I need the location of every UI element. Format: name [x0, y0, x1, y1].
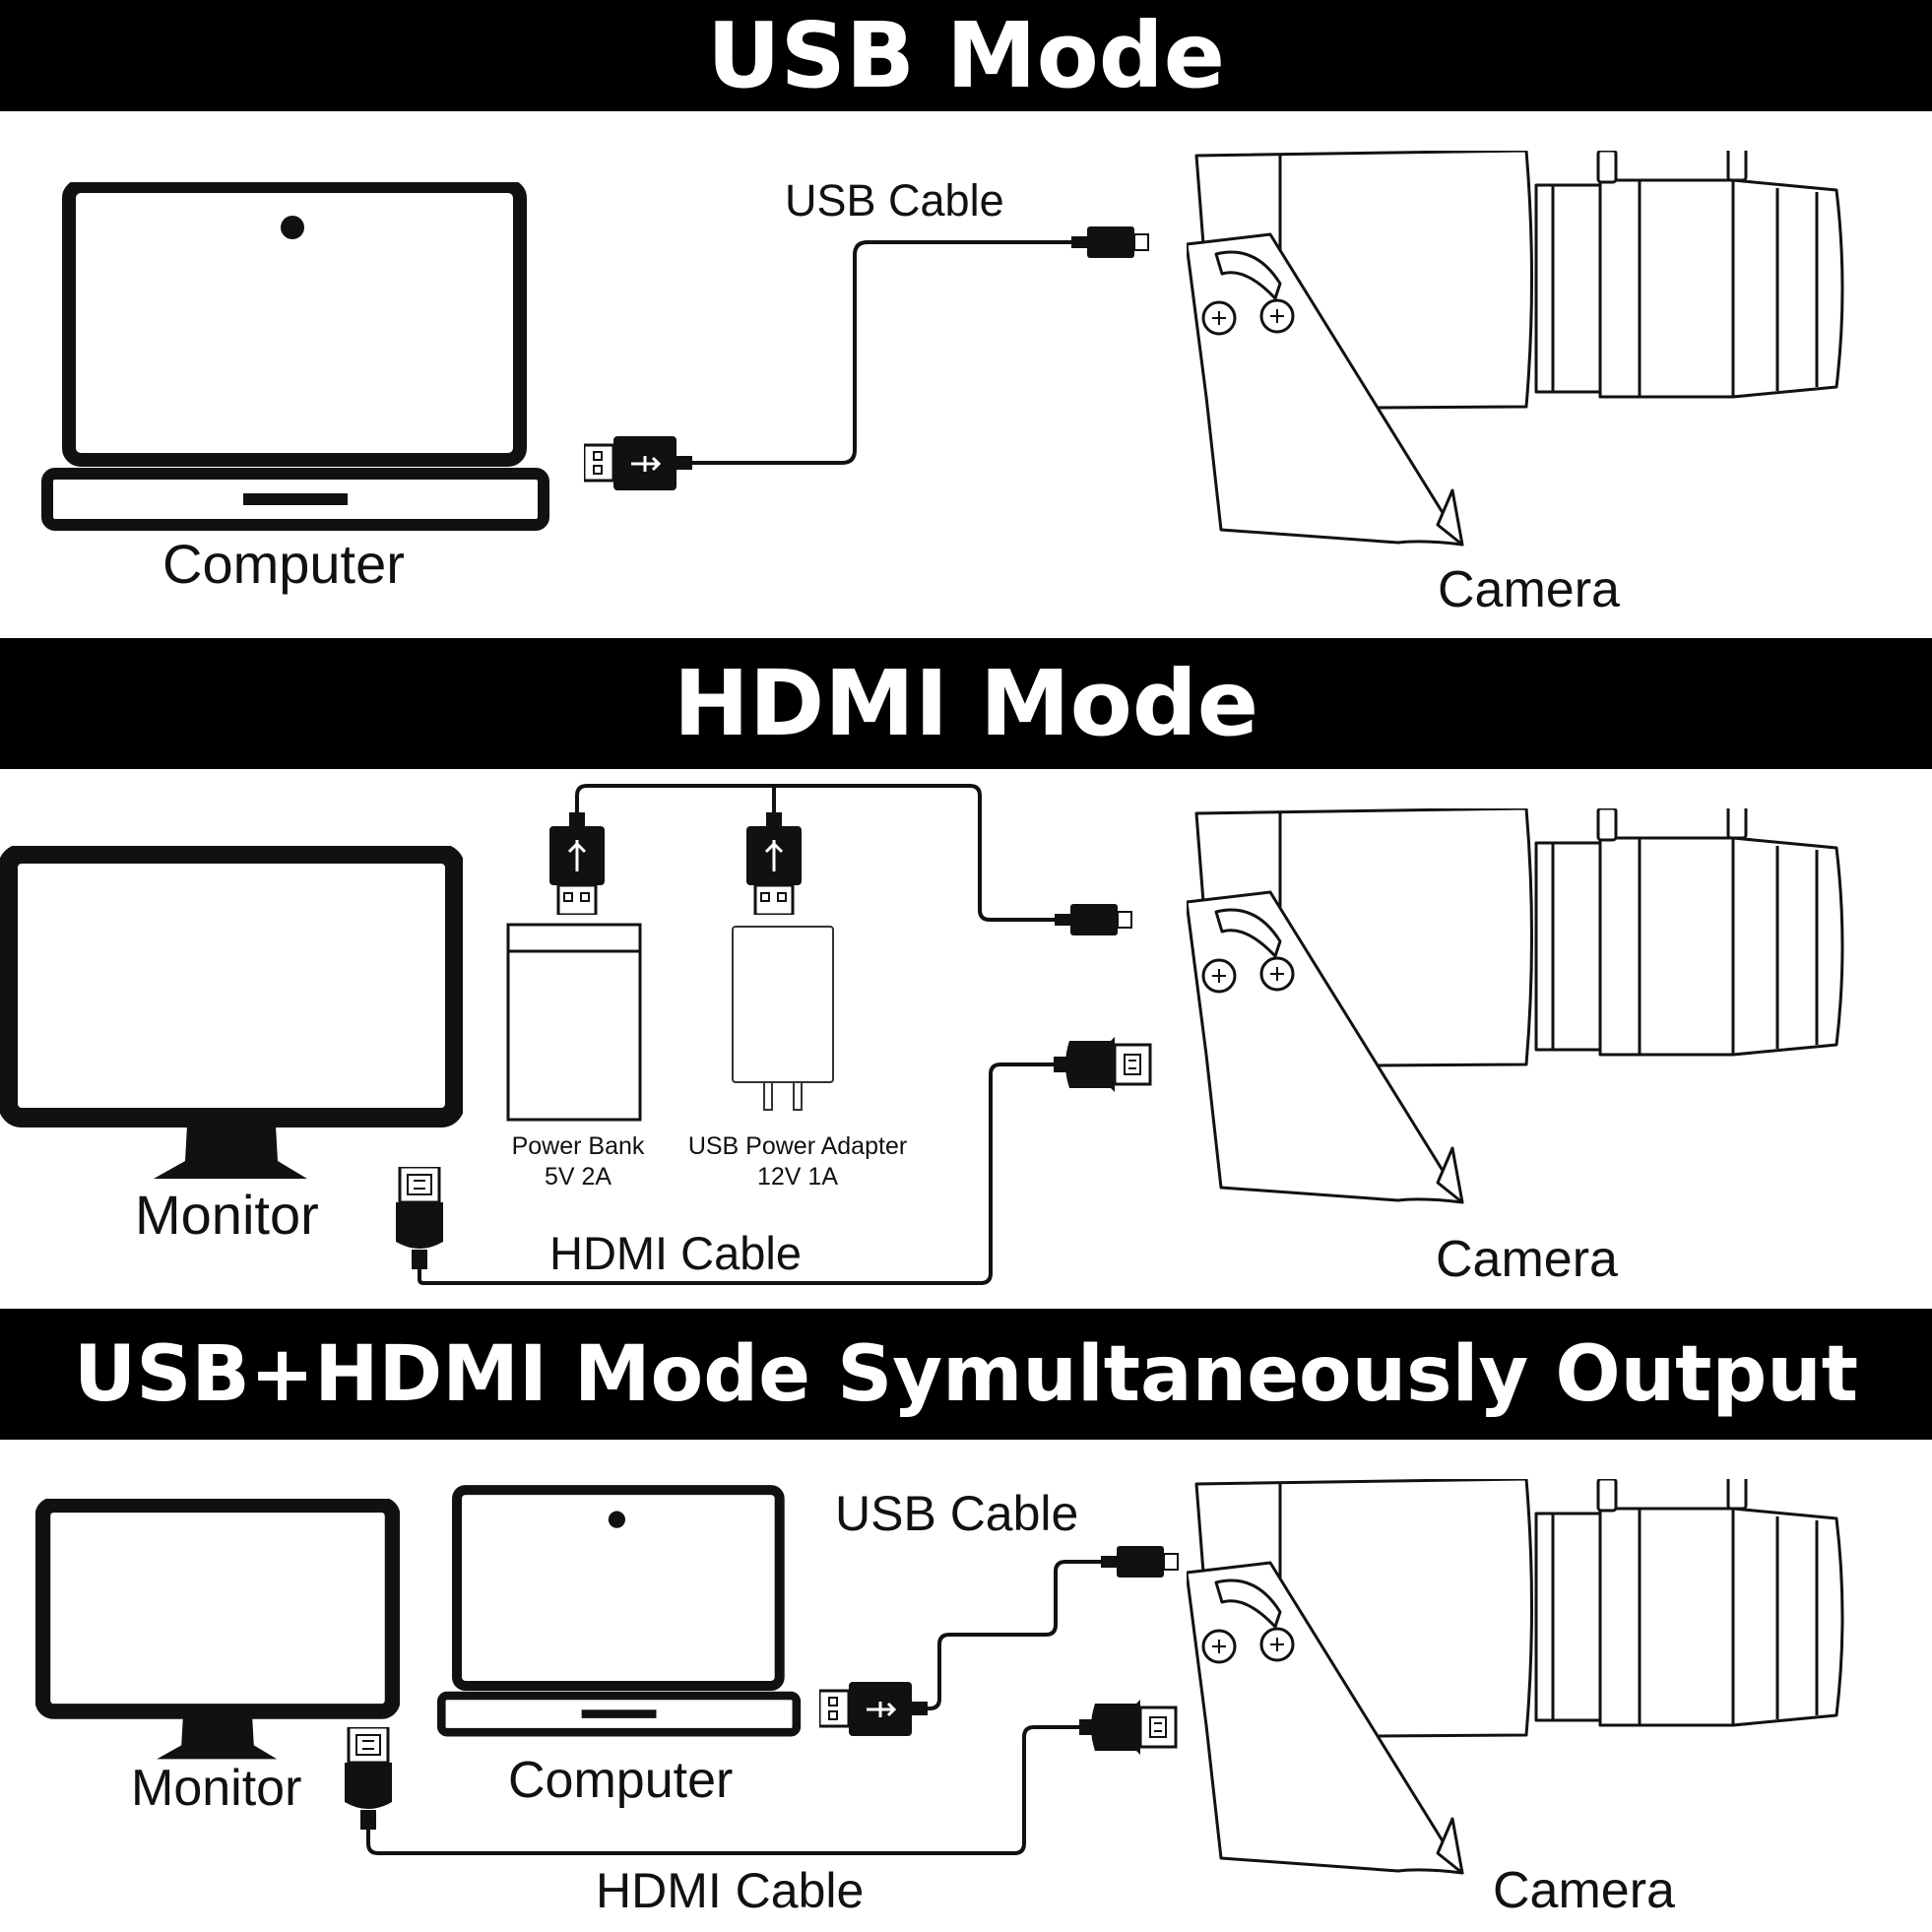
- hdmi-cable: [418, 1063, 1056, 1285]
- combo-mode-panel: USB Cable Monitor Computer HDMI Cable Ca…: [0, 1440, 1932, 1932]
- monitor-icon: [8, 854, 455, 1179]
- usb-mode-panel: USB Cable Computer Camera: [0, 111, 1932, 638]
- hdmi-cable: [366, 1725, 1081, 1855]
- micro-usb-plug-icon: [1055, 903, 1132, 936]
- usb-mode-header: USB Mode: [0, 0, 1932, 111]
- combo-mode-header: USB+HDMI Mode Symultaneously Output: [0, 1309, 1932, 1440]
- usb-mode-diagram: [0, 151, 1844, 547]
- micro-usb-plug-icon: [1101, 1545, 1179, 1578]
- adapter-usb-plug-icon: [746, 812, 802, 915]
- power-adapter-icon: [732, 926, 834, 1111]
- camera-icon: [1187, 1479, 1844, 1875]
- camera-icon: [1187, 151, 1844, 547]
- usb-cable-label: USB Cable: [835, 1486, 1079, 1541]
- usb-cable: [928, 1560, 1103, 1710]
- camera-hdmi-plug-icon: [1054, 1037, 1152, 1092]
- hdmi-plug-icon: [343, 1727, 394, 1830]
- combo-mode-title: USB+HDMI Mode Symultaneously Output: [73, 1329, 1859, 1419]
- monitor-icon: [42, 1505, 392, 1759]
- camera-hdmi-plug-icon: [1079, 1700, 1178, 1755]
- usb-mode-title: USB Mode: [706, 3, 1226, 108]
- camera-icon: [1187, 808, 1844, 1204]
- power-bank-usb-plug-icon: [549, 812, 605, 915]
- micro-usb-plug-icon: [1071, 225, 1149, 259]
- laptop-icon: [441, 1490, 797, 1732]
- hdmi-mode-diagram: [0, 784, 1844, 1285]
- monitor-label: Monitor: [131, 1760, 302, 1817]
- hdmi-mode-header: HDMI Mode: [0, 638, 1932, 769]
- power-bank-label: Power Bank 5V 2A: [511, 1132, 645, 1191]
- computer-label: Computer: [508, 1752, 734, 1809]
- usb-plug-icon: [819, 1682, 928, 1736]
- camera-label: Camera: [1438, 561, 1620, 618]
- camera-label: Camera: [1436, 1231, 1618, 1288]
- power-bank-icon: [506, 923, 642, 1122]
- power-cable: [575, 784, 1059, 922]
- hdmi-mode-title: HDMI Mode: [673, 651, 1259, 756]
- camera-label: Camera: [1493, 1862, 1675, 1919]
- usb-plug-icon: [584, 436, 692, 490]
- adapter-label: USB Power Adapter 12V 1A: [687, 1132, 908, 1191]
- hdmi-cable-label: HDMI Cable: [596, 1863, 865, 1918]
- monitor-label: Monitor: [135, 1184, 319, 1246]
- hdmi-plug-icon: [394, 1167, 445, 1269]
- laptop-icon: [47, 186, 544, 525]
- hdmi-mode-panel: Power Bank 5V 2A USB Power Adapter 12V 1…: [0, 769, 1932, 1309]
- usb-cable-label: USB Cable: [785, 175, 1004, 225]
- usb-cable: [692, 240, 1073, 465]
- hdmi-cable-label: HDMI Cable: [549, 1227, 802, 1279]
- computer-label: Computer: [162, 533, 405, 595]
- combo-mode-diagram: [0, 1479, 1844, 1875]
